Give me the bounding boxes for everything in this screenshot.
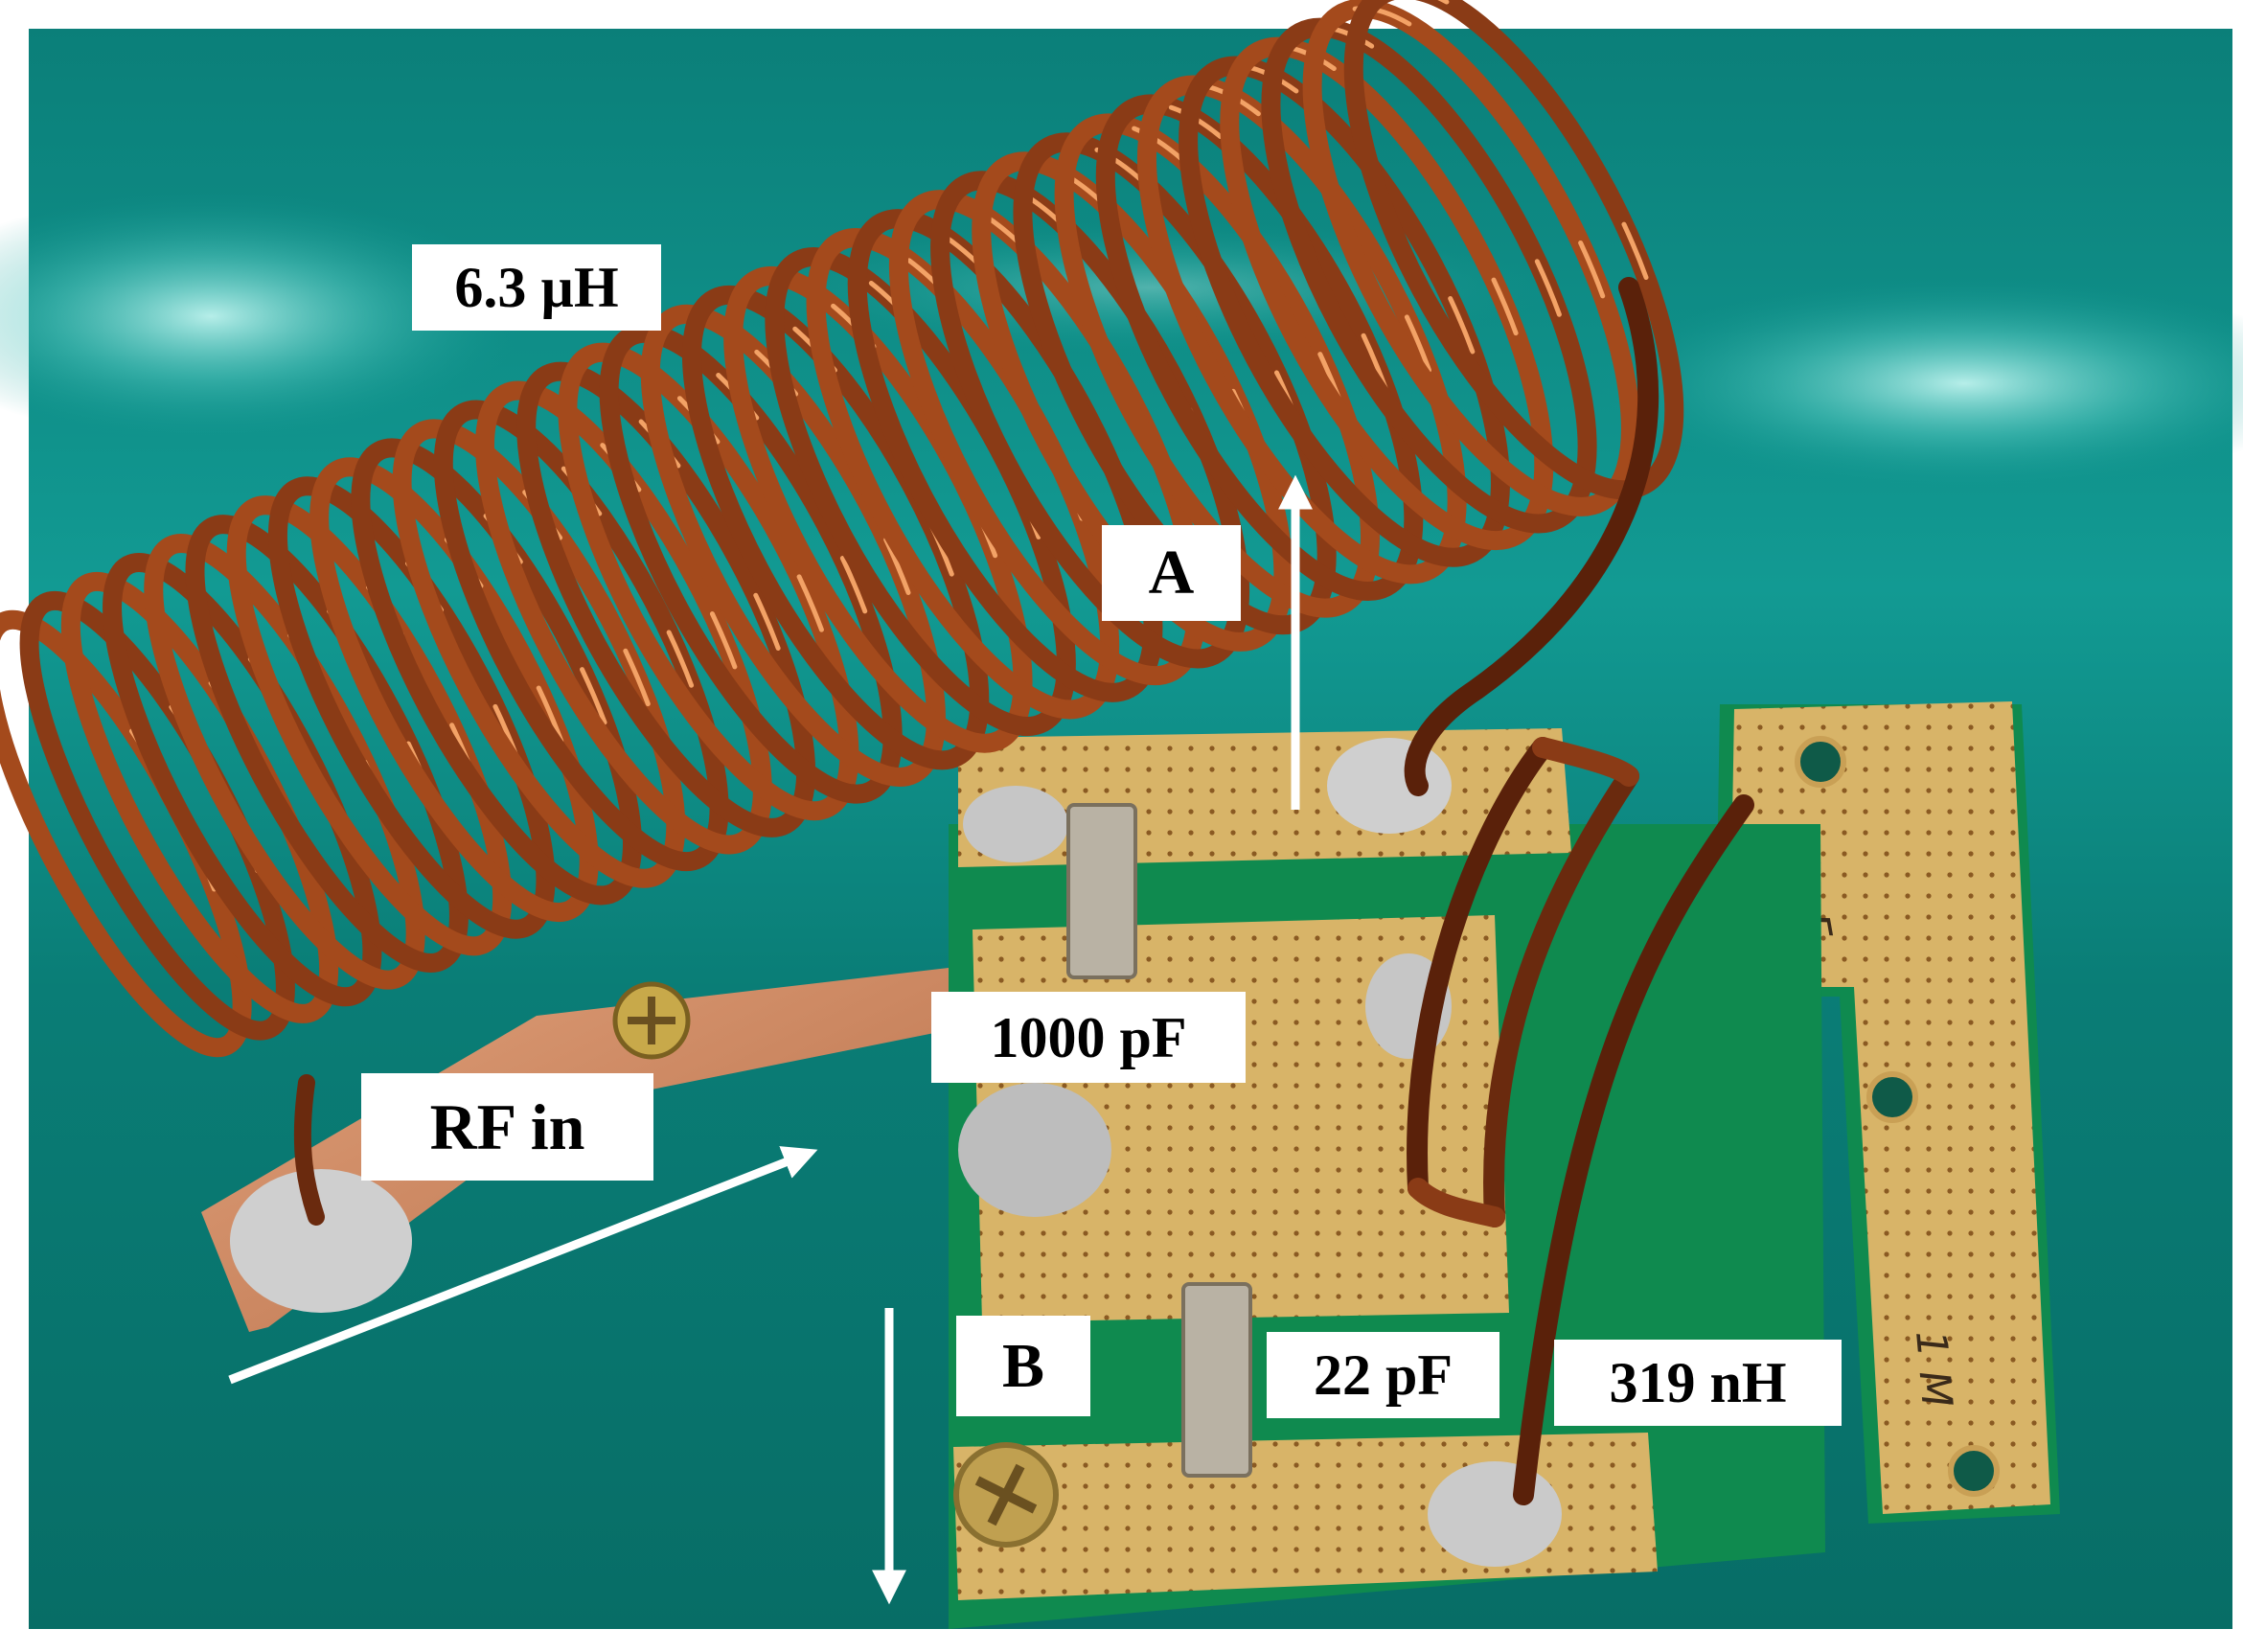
coil-turn: [1302, 0, 1640, 516]
solder-top-right: [1327, 738, 1452, 834]
inductor-large-coil: [0, 0, 1684, 1226]
label-rf-in: RF in: [361, 1073, 653, 1181]
inductor-small-coil: [1407, 737, 1754, 1505]
arrow-rf-in: [228, 1146, 818, 1385]
glare-right: [1600, 278, 2243, 489]
coil-turn: [1013, 132, 1337, 635]
coil-turn: [226, 495, 513, 956]
capacitor-1000pf: [1066, 803, 1137, 979]
solder-rf-in: [230, 1169, 412, 1313]
coil-turn: [599, 323, 903, 804]
label-node-a: A: [1102, 525, 1241, 621]
label-capacitor-22pf: 22 pF: [1267, 1332, 1499, 1418]
coil-turn: [267, 476, 556, 939]
coil-turn: [433, 400, 729, 872]
coil-turn: [392, 419, 686, 888]
solder-bottom-right: [1428, 1461, 1562, 1567]
label-inductor-319nh: 319 nH: [1554, 1340, 1842, 1426]
coil-turn: [1179, 56, 1510, 567]
handwriting-lower: 1 M: [1906, 1329, 1961, 1410]
coil-turn: [351, 438, 642, 906]
coil-turn: [475, 380, 772, 855]
label-inductor-6-3uh: 6.3 µH: [412, 244, 661, 331]
label-node-b: B: [956, 1316, 1090, 1416]
glare-left: [0, 192, 527, 441]
coil-turn: [1261, 17, 1597, 534]
coil-turn: [516, 361, 816, 837]
coil-turn: [1054, 113, 1380, 618]
coil-turn: [1220, 36, 1554, 551]
label-capacitor-1000pf: 1000 pF: [931, 992, 1246, 1083]
capacitor-22pf: [1181, 1282, 1252, 1478]
coil-turn: [185, 515, 469, 973]
coil-turn: [1095, 94, 1424, 601]
t-board-hole-2: [1866, 1071, 1918, 1123]
t-board-hole-1: [1795, 736, 1846, 788]
copper-strip: [201, 968, 949, 1332]
coil-turn: [972, 151, 1293, 652]
coil-turn: [1136, 75, 1467, 585]
coil-turn: [309, 457, 599, 923]
t-board-hole-4: [1948, 1445, 2000, 1497]
inductor-large-lead: [1404, 277, 1659, 796]
solder-center-left: [958, 1083, 1111, 1217]
coil-turn: [558, 342, 859, 821]
solder-top-left: [963, 786, 1068, 862]
